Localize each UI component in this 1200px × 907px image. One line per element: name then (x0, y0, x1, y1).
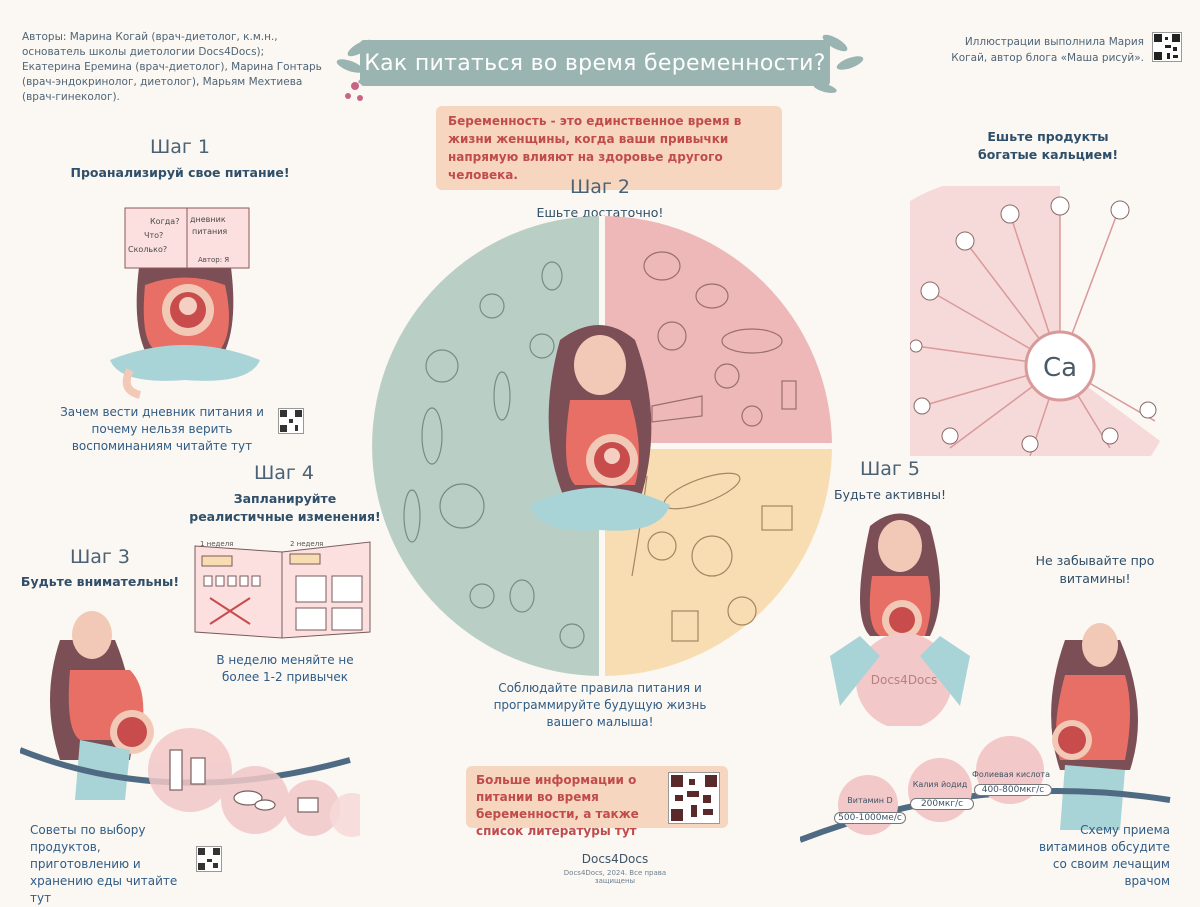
step5-subtitle: Будьте активны! (834, 487, 946, 502)
protein-section (602, 216, 832, 446)
vitamin-d-name: Витамин D (847, 796, 893, 805)
page-title: Как питаться во время беременности? (364, 50, 826, 76)
food-plate-diagram (372, 216, 832, 676)
ball-text: Docs4Docs (871, 673, 938, 687)
step2-label: Шаг 2 (569, 176, 631, 198)
iodide-name: Калия йодид (912, 780, 968, 789)
step4-note: В неделю меняйте не более 1-2 привычек (216, 653, 354, 684)
qr-code-more-info[interactable] (668, 772, 720, 824)
copyright-text: Docs4Docs, 2024. Все права защищены (563, 869, 667, 885)
vitamins-note: Схему приема витаминов обсудите со своим… (1038, 823, 1170, 888)
vitamins-title: Не забывайте про витамины! (1035, 553, 1155, 586)
careful-woman-illustration (20, 611, 360, 837)
step1-label: Шаг 1 (149, 136, 211, 158)
qr-code-step1[interactable] (278, 408, 304, 434)
calcium-symbol: Ca (1043, 353, 1077, 383)
folic-acid-name: Фолиевая кислота (972, 770, 1050, 779)
active-woman-illustration: Docs4Docs (830, 513, 970, 726)
vitamin-d-dose: 500-1000ме/с (834, 812, 906, 824)
step1-note[interactable]: Зачем вести дневник питания и почему нел… (60, 405, 264, 453)
step3-subtitle: Будьте внимательны! (20, 574, 180, 589)
folic-acid-dose: 400-800мкг/с (974, 784, 1052, 796)
week2-label: 2 неделя (290, 540, 324, 548)
calcium-fan-diagram: Ca (910, 186, 1160, 456)
svg-text:Когда?: Когда? (150, 217, 179, 226)
step1-subtitle: Проанализируй свое питание! (70, 165, 290, 180)
intro-box: Беременность - это единственное время в … (436, 106, 782, 190)
planner-book-illustration (194, 541, 371, 639)
step3-label: Шаг 3 (69, 546, 131, 568)
svg-text:дневник: дневник (190, 215, 226, 224)
iodide-dose: 200мкг/с (910, 798, 974, 810)
calcium-title: Ешьте продукты богатые кальцием! (977, 129, 1119, 162)
svg-text:Сколько?: Сколько? (128, 245, 167, 254)
step5-label: Шаг 5 (859, 458, 921, 480)
qr-code-step3[interactable] (196, 846, 222, 872)
week1-label: 1 неделя (200, 540, 234, 548)
step2-note: Соблюдайте правила питания и программиру… (493, 681, 707, 729)
central-woman-illustration (530, 325, 670, 531)
step4-label: Шаг 4 (253, 462, 315, 484)
vegetables-section (372, 216, 602, 676)
svg-text:Что?: Что? (144, 231, 163, 240)
logo-text: Docs4Docs (581, 852, 649, 866)
woman-reading-illustration: Когда? Что? Сколько? дневник питания Авт… (110, 207, 260, 399)
more-info-text: Больше информации о питании во время бер… (476, 773, 639, 838)
title-banner: Как питаться во время беременности? (360, 40, 830, 86)
footer-logo: Docs4Docs Docs4Docs, 2024. Все права защ… (550, 852, 680, 885)
svg-text:Автор: Я: Автор: Я (198, 256, 229, 264)
step4-subtitle: Запланируйте реалистичные изменения! (189, 491, 381, 524)
step2-subtitle: Ешьте достаточно! (536, 205, 664, 220)
authors-text: Авторы: Марина Когай (врач-диетолог, к.м… (22, 31, 322, 103)
step3-note[interactable]: Советы по выбору продуктов, приготовлени… (30, 823, 178, 905)
more-info-box[interactable]: Больше информации о питании во время бер… (466, 766, 728, 838)
illustrator-text: Иллюстрации выполнила Мария Когай, автор… (951, 36, 1144, 64)
qr-code-illustrator[interactable] (1152, 32, 1182, 62)
svg-text:питания: питания (192, 227, 227, 236)
